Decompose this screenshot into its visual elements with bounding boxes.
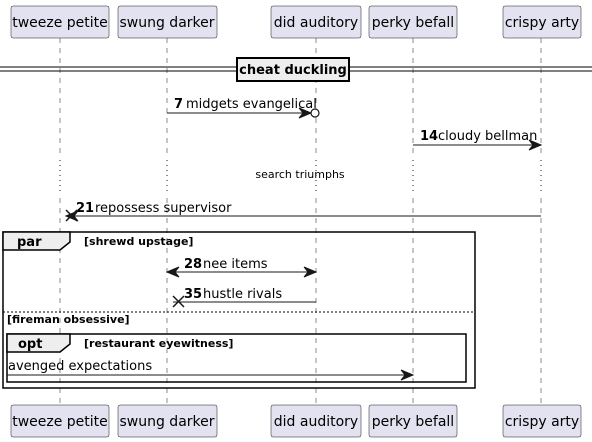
message-number: 35 — [184, 287, 202, 302]
participants-bottom: tweeze petite swung darker did auditory … — [10, 404, 582, 438]
participant-tweeze-bottom[interactable]: tweeze petite — [10, 404, 110, 438]
message-text: nee items — [203, 257, 268, 272]
message-21[interactable]: 21 repossess supervisor — [64, 201, 541, 222]
delay-label: search triumphs — [255, 168, 345, 181]
message-text: cloudy bellman — [438, 129, 537, 144]
participant-label: perky befall — [372, 414, 454, 430]
message-28[interactable]: 28 nee items — [165, 257, 318, 278]
participant-label: did auditory — [274, 414, 358, 430]
participant-perky-bottom[interactable]: perky befall — [368, 404, 458, 438]
participant-label: crispy arty — [505, 15, 579, 31]
participant-did-top[interactable]: did auditory — [270, 5, 362, 39]
participant-swung-top[interactable]: swung darker — [117, 5, 218, 39]
message-text: hustle rivals — [203, 287, 282, 302]
participant-label: crispy arty — [505, 414, 579, 430]
message-number: 28 — [184, 257, 202, 272]
par-condition: [shrewd upstage] — [84, 235, 193, 248]
participant-label: did auditory — [274, 15, 358, 31]
opt-condition: [restaurant eyewitness] — [84, 337, 233, 350]
message-text: avenged expectations — [8, 359, 152, 374]
delay: search triumphs — [0, 155, 592, 195]
participant-perky-top[interactable]: perky befall — [368, 5, 458, 39]
message-number: 21 — [76, 201, 94, 216]
participant-label: tweeze petite — [12, 414, 108, 430]
par-else-condition: [fireman obsessive] — [7, 313, 130, 326]
message-number: 14 — [420, 129, 438, 144]
participant-label: tweeze petite — [12, 15, 108, 31]
message-14[interactable]: 14 cloudy bellman — [413, 129, 543, 151]
divider: cheat duckling — [0, 57, 592, 82]
par-keyword: par — [17, 235, 42, 250]
message-text: repossess supervisor — [95, 201, 232, 216]
participant-label: swung darker — [119, 15, 214, 31]
participant-did-bottom[interactable]: did auditory — [270, 404, 362, 438]
message-avenged[interactable]: avenged expectations — [7, 359, 415, 381]
message-text: midgets evangelical — [186, 97, 317, 112]
divider-label: cheat duckling — [239, 63, 347, 78]
participant-label: swung darker — [119, 414, 214, 430]
par-group: par [shrewd upstage] [fireman obsessive] — [2, 231, 476, 389]
message-35[interactable]: 35 hustle rivals — [172, 287, 316, 308]
participant-swung-bottom[interactable]: swung darker — [117, 404, 218, 438]
message-7[interactable]: 7 midgets evangelical — [167, 97, 320, 119]
participant-tweeze-top[interactable]: tweeze petite — [10, 5, 110, 39]
participants-top: tweeze petite swung darker did auditory … — [10, 5, 582, 39]
participant-label: perky befall — [372, 15, 454, 31]
opt-group: opt [restaurant eyewitness] — [6, 333, 467, 383]
participant-crispy-top[interactable]: crispy arty — [502, 5, 582, 39]
participant-crispy-bottom[interactable]: crispy arty — [502, 404, 582, 438]
message-number: 7 — [174, 97, 183, 112]
opt-keyword: opt — [18, 337, 42, 352]
